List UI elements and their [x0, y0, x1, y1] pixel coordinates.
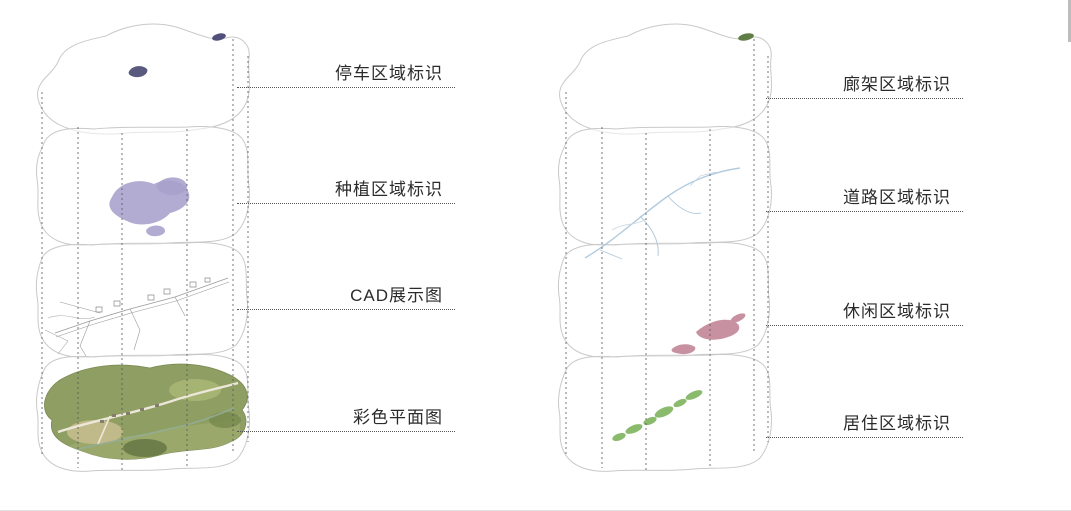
leisure-area-blobs	[671, 313, 746, 355]
label-pergola-area: 廊架区域标识	[766, 71, 963, 99]
label-color-plan: 彩色平面图	[237, 404, 455, 432]
label-leisure-area-text: 休闲区域标识	[843, 302, 951, 321]
right-dashed-guides	[565, 39, 769, 472]
label-road-area-text: 道路区域标识	[843, 188, 951, 207]
label-residential-area: 居住区域标识	[766, 410, 963, 438]
scrollbar-thumb[interactable]	[1068, 0, 1071, 42]
planting-area-blob	[109, 177, 190, 237]
label-residential-area-text: 居住区域标识	[843, 414, 951, 433]
label-pergola-area-text: 廊架区域标识	[843, 75, 951, 94]
residential-area-blobs	[612, 390, 703, 441]
village-buildings	[100, 404, 159, 423]
left-dashed-guides	[41, 39, 249, 472]
label-parking-area-text: 停车区域标识	[335, 64, 443, 83]
road-network	[584, 167, 741, 260]
label-color-plan-text: 彩色平面图	[353, 408, 443, 427]
pergola-marker-blob	[738, 33, 754, 41]
cad-drawing	[44, 277, 230, 357]
right-layer-outlines	[557, 23, 773, 472]
label-parking-area: 停车区域标识	[237, 60, 455, 88]
label-planting-area-text: 种植区域标识	[335, 180, 443, 199]
left-stack	[35, 23, 251, 472]
label-planting-area: 种植区域标识	[237, 176, 455, 204]
right-stack	[557, 23, 773, 472]
label-cad-plan: CAD展示图	[237, 282, 455, 310]
parking-marker-blobs	[128, 33, 226, 78]
cad-buildings	[95, 277, 211, 313]
label-leisure-area: 休闲区域标识	[766, 298, 963, 326]
label-cad-plan-text: CAD展示图	[350, 286, 443, 305]
label-road-area: 道路区域标识	[766, 184, 963, 212]
